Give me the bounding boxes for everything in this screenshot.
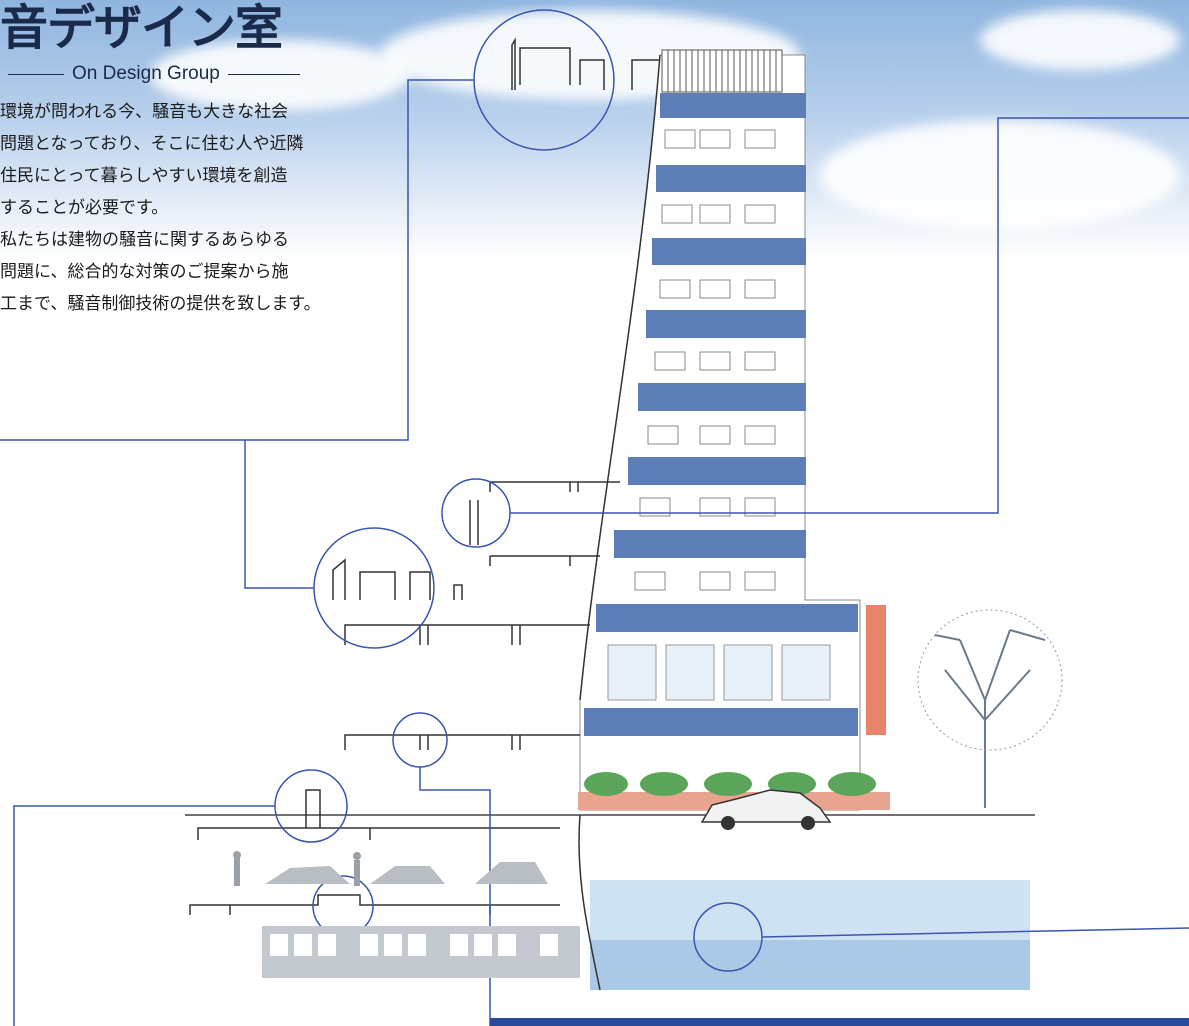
cloud — [980, 10, 1180, 70]
intro-line: 私たちは建物の騒音に関するあらゆる — [0, 230, 289, 250]
bare-tree-icon — [917, 609, 1063, 808]
cloud — [150, 40, 410, 110]
intro-text: 環境が問われる今、騒音も大きな社会 問題となっており、そこに住む人や近隣 住民に… — [0, 96, 380, 320]
subtitle-rule-left — [8, 73, 64, 75]
lobby-windows — [607, 644, 831, 701]
page-title: 音デザイン室 — [0, 0, 283, 56]
intro-line: することが必要です。 — [0, 198, 169, 218]
intro-line: 問題となっており、そこに住む人や近隣 — [0, 134, 304, 154]
accent-signboard — [866, 605, 886, 735]
facade-curve — [579, 54, 661, 701]
intro-line: 住民にとって暮らしやすい環境を創造 — [0, 166, 288, 186]
footer-band — [490, 1018, 1189, 1026]
street-cars — [265, 862, 548, 884]
shrubs — [584, 772, 876, 796]
roof-grille — [661, 49, 783, 93]
train-icon — [262, 926, 580, 978]
pedestrian-icon — [233, 851, 361, 886]
floor-bands — [584, 93, 858, 736]
intro-line: 環境が問われる今、騒音も大きな社会 — [0, 102, 289, 122]
subtitle-text: On Design Group — [72, 63, 220, 84]
window-frames — [634, 129, 776, 591]
page-subtitle: On Design Group — [0, 62, 360, 86]
sky-background — [0, 0, 1189, 260]
basement-wall — [578, 814, 601, 991]
intro-line: 工まで、騒音制御技術の提供を致します。 — [0, 294, 321, 314]
intro-line: 問題に、総合的な対策のご提案から施 — [0, 262, 289, 282]
subtitle-rule-right — [227, 73, 300, 75]
cloud — [820, 120, 1180, 230]
callout-leaders — [0, 79, 1189, 1026]
section-details — [189, 481, 620, 915]
car-icon — [700, 789, 832, 830]
basement-water-deep — [590, 940, 1030, 990]
rooftop-detail — [511, 37, 660, 90]
